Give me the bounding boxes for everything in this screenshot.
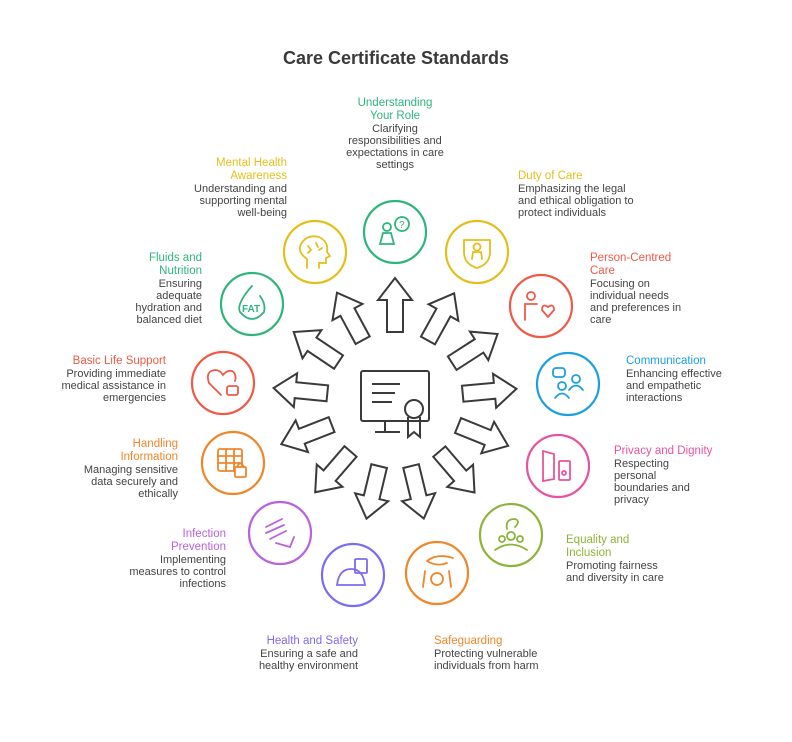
people-chat-icon [552,367,584,399]
label-fluids-and-nutrition: Fluids and Nutrition Ensuring adequate h… [102,252,202,326]
standard-circle [320,542,386,608]
standard-title: Handling Information [120,438,178,463]
shield-person-icon [463,239,491,269]
label-handling-information: Handling Information Managing sensitive … [78,438,178,500]
heart-monitor-icon [206,369,239,396]
standard-circle [282,219,348,285]
label-health-and-safety: Health and Safety Ensuring a safe and he… [248,635,358,672]
group-icon [494,518,528,551]
label-infection-prevention: Infection Prevention Implementing measur… [126,528,226,590]
standard-circle [535,351,601,417]
standard-title: Fluids and Nutrition [148,252,202,277]
standard-title: Equality and Inclusion [566,534,630,559]
arrow [331,291,372,346]
label-privacy-and-dignity: Privacy and Dignity Respecting personal … [614,445,724,506]
standard-title: Safeguarding [434,635,503,647]
arrow [271,371,330,410]
standard-title: Mental Health Awareness [216,157,287,182]
standard-circle [444,219,510,285]
label-mental-health-awareness: Mental Health Awareness Understanding an… [187,157,287,219]
svg-text:?: ? [399,220,405,231]
standard-description: Promoting fairness and diversity in care [566,560,664,584]
hardhat-clipboard-icon [335,558,368,586]
hand-child-icon [422,555,454,588]
standard-title: Communication [626,355,706,367]
handwash-icon [265,518,295,549]
standard-description: Focusing on individual needs and prefere… [590,278,682,326]
arrow [399,462,437,521]
head-brain-icon [298,235,332,269]
standard-description: Ensuring a safe and healthy environment [258,648,358,672]
standard-title: Understanding Your Role [357,97,433,122]
standard-circle [478,502,544,568]
arrow [375,276,415,333]
label-person-centred-care: Person-Centred Care Focusing on individu… [590,252,690,326]
arrow [279,415,336,454]
fat-drop-icon: FAT [238,285,266,320]
standard-description: Implementing measures to control infecti… [129,554,226,590]
standard-circle [200,430,266,496]
standard-title: Health and Safety [266,635,358,647]
label-equality-and-inclusion: Equality and Inclusion Promoting fairnes… [566,534,666,584]
person-heart-icon [524,291,555,321]
arrow [353,463,391,521]
standard-title: Privacy and Dignity [614,445,713,457]
standard-title: Person-Centred Care [590,252,672,277]
standard-title: Basic Life Support [72,355,166,367]
table-lock-icon [217,448,247,478]
standard-description: Managing sensitive data securely and eth… [83,464,178,500]
arrow [292,329,345,371]
standard-description: Providing immediate medical assistance i… [61,368,166,404]
label-understanding-your-role: Understanding Your Role Clarifying respo… [320,97,470,171]
standard-circle: FAT [219,271,285,337]
standard-circle [508,273,574,339]
certificate-monitor-icon [360,370,430,440]
door-lock-icon [542,449,571,483]
arrow [419,291,460,346]
label-safeguarding: Safeguarding Protecting vulnerable indiv… [434,635,544,672]
arrow [460,371,519,410]
label-duty-of-care: Duty of Care Emphasizing the legal and e… [518,170,638,219]
person-question-icon: ? [378,216,410,245]
arrow [314,444,358,494]
svg-text:FAT: FAT [242,304,260,315]
diagram-title: Care Certificate Standards [282,48,510,68]
standard-circle [404,540,470,606]
arrow [446,330,499,372]
standard-description: Ensuring adequate hydration and balanced… [135,278,202,326]
standard-circle [525,433,591,499]
label-communication: Communication Enhancing effective and em… [626,355,726,404]
arrow [453,416,510,455]
standard-description: Respecting personal boundaries and priva… [614,458,690,506]
standard-circle: ? [362,199,428,265]
standard-circle [247,500,313,566]
standard-title: Duty of Care [518,170,583,182]
standard-description: Understanding and supporting mental well… [194,183,287,219]
standard-title: Infection Prevention [171,528,226,553]
label-basic-life-support: Basic Life Support Providing immediate m… [56,355,166,404]
standard-description: Enhancing effective and empathetic inter… [626,368,722,404]
standard-description: Protecting vulnerable individuals from h… [434,648,539,672]
standard-description: Clarifying responsibilities and expectat… [346,123,444,171]
arrow [431,444,476,494]
standard-circle [190,350,256,416]
standard-description: Emphasizing the legal and ethical obliga… [518,183,634,219]
